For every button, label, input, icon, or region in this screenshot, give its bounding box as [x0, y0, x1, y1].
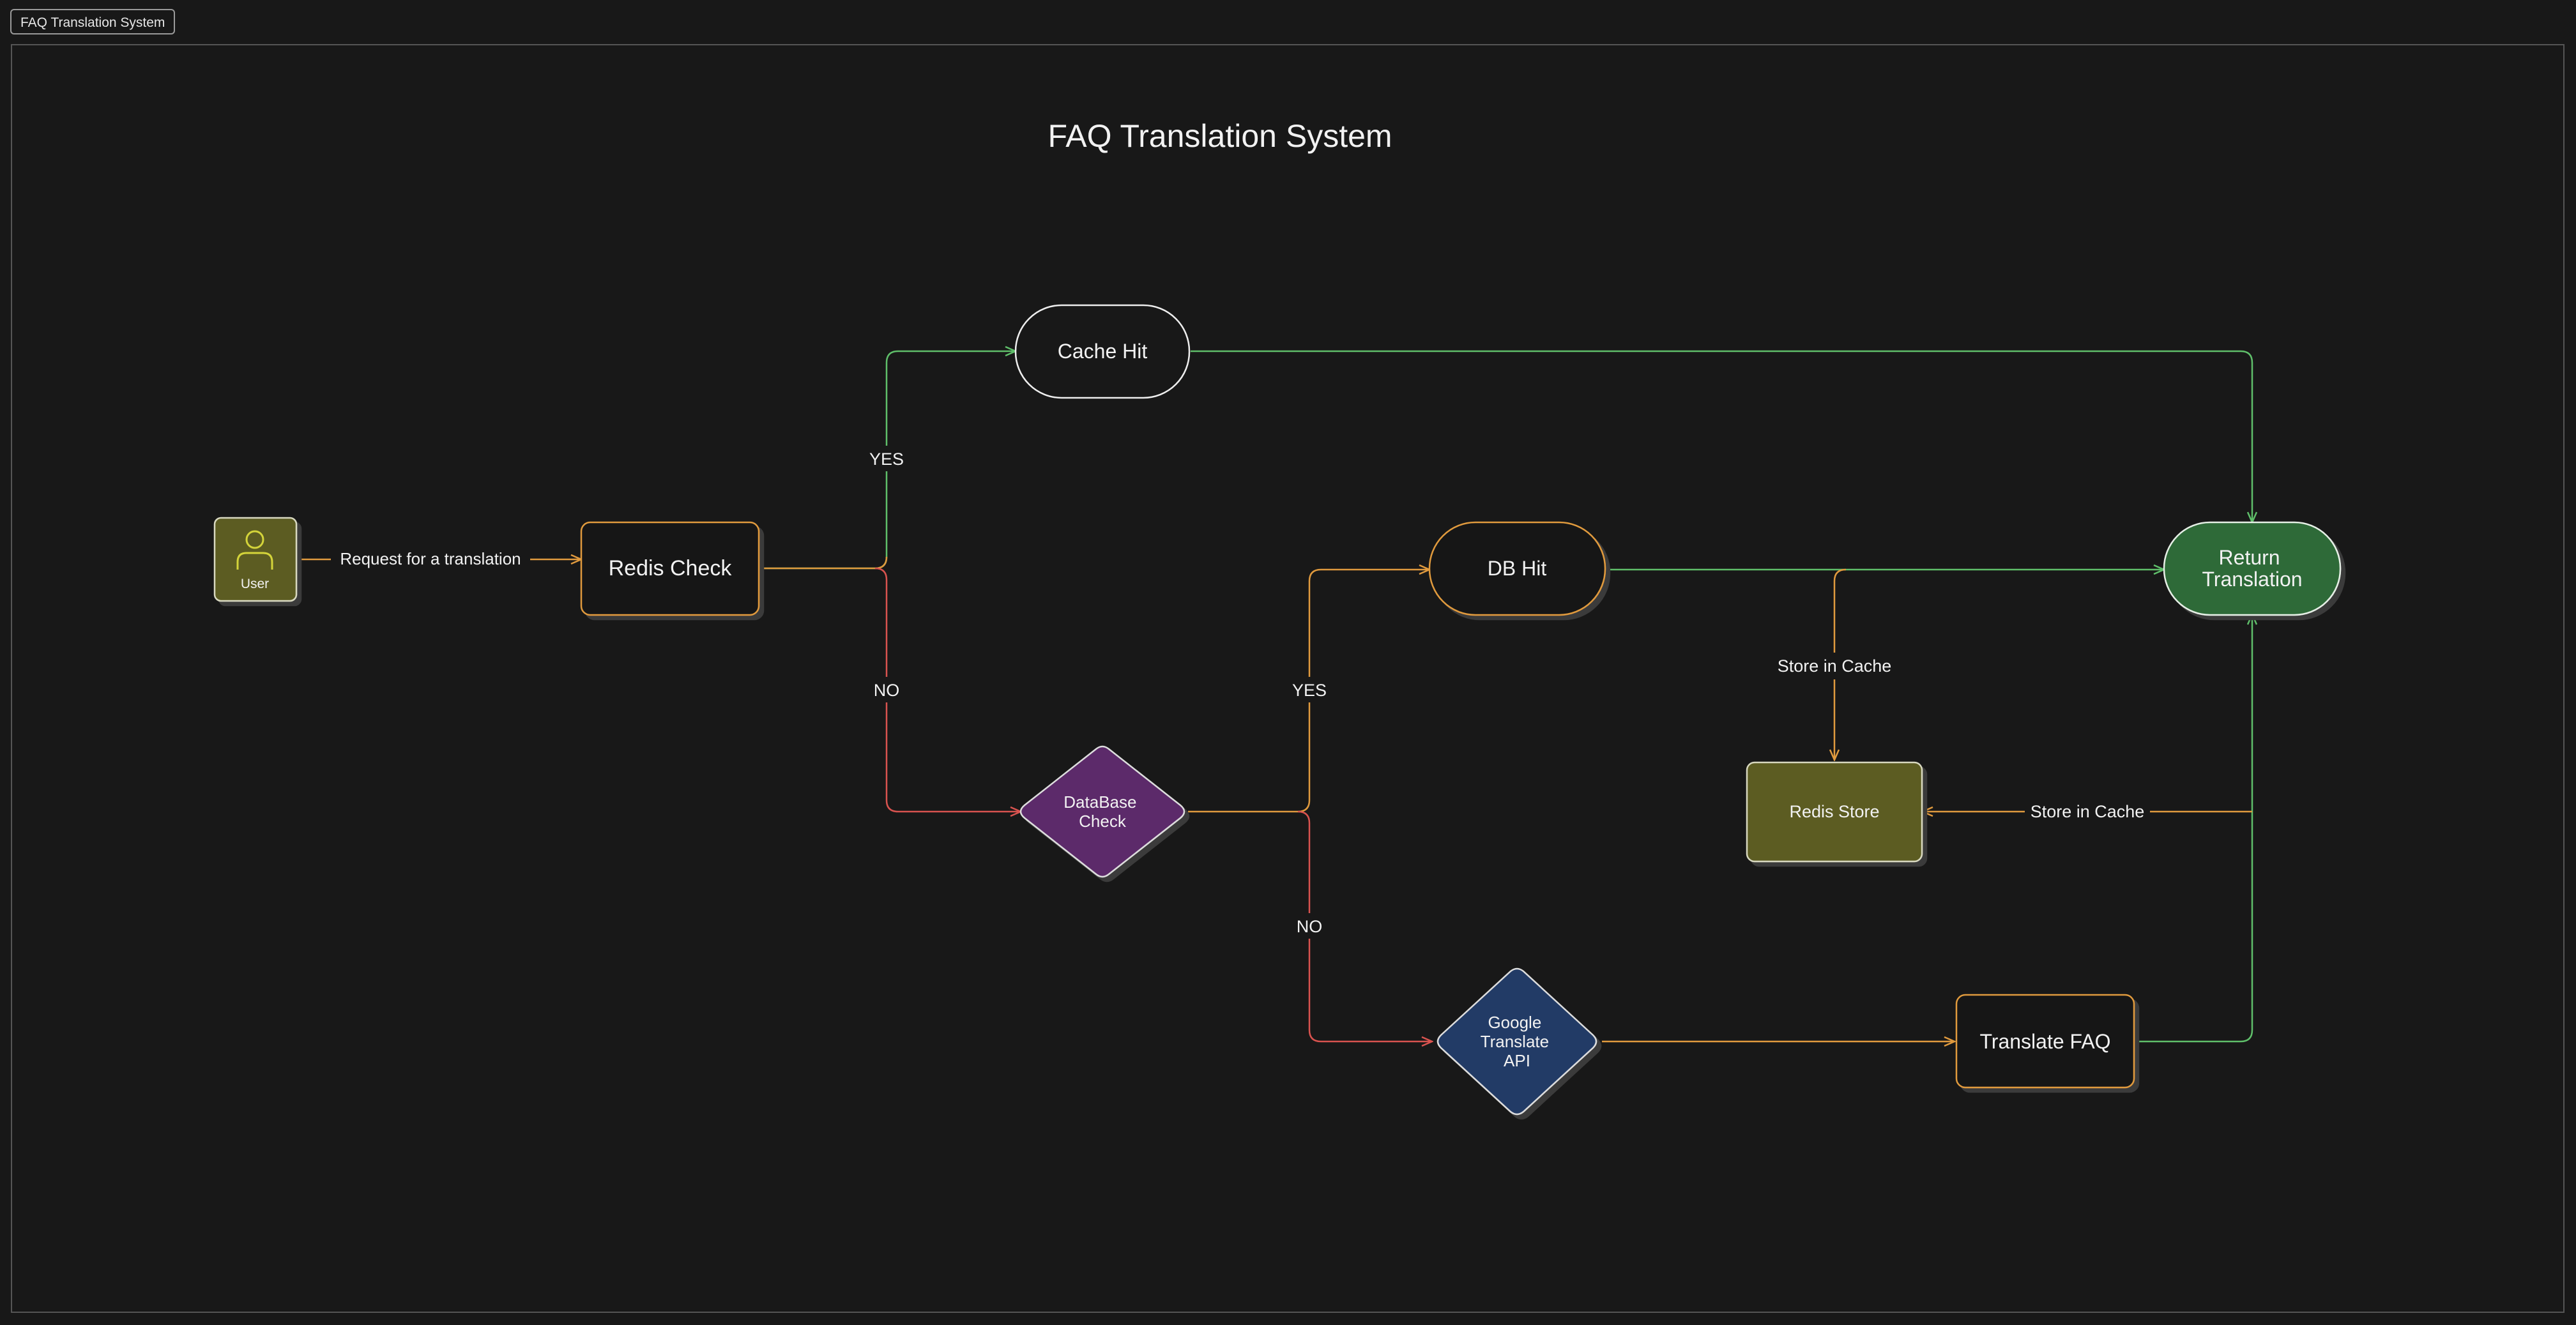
edge-cache-hit-to-return[interactable] — [1191, 350, 2252, 522]
node-database-check[interactable] — [1019, 745, 1185, 878]
node-redis-store[interactable] — [1746, 761, 1923, 863]
edge-database-yes-db-hit[interactable]: YES — [1188, 570, 1429, 813]
edge-redis-yes-cache-hit[interactable]: YES — [760, 351, 1016, 570]
node-redis-check-label: Redis Check — [609, 556, 733, 580]
edge-translate-store-in-cache[interactable]: Store in Cache — [1923, 798, 2252, 825]
node-database-check-label: DataBase Check — [1063, 792, 1141, 831]
node-return-translation[interactable] — [2163, 521, 2342, 616]
google-line-2: Translate — [1481, 1032, 1549, 1051]
edge-database-no-google[interactable]: NO — [1289, 810, 1432, 1041]
node-google-translate-api[interactable] — [1437, 967, 1597, 1116]
node-db-hit[interactable] — [1428, 521, 1606, 616]
node-return-translation-label: Return Translation — [2202, 546, 2302, 591]
node-user-label: User — [241, 577, 269, 591]
google-line-3: API — [1504, 1051, 1530, 1070]
edge-label-request: Request for a translation — [340, 549, 521, 568]
node-cache-hit-label: Cache Hit — [1058, 340, 1148, 363]
return-line-2: Translation — [2202, 568, 2302, 591]
frame-title-tab[interactable]: FAQ Translation System — [10, 9, 176, 34]
edge-label-yes-db: YES — [1292, 681, 1327, 700]
database-check-line-1: DataBase — [1063, 792, 1136, 812]
edge-db-hit-store-in-cache[interactable]: Store in Cache — [1769, 568, 1900, 760]
edge-label-yes-redis: YES — [869, 450, 904, 469]
edge-label-no-redis: NO — [874, 681, 900, 700]
edge-label-store-in-cache-1: Store in Cache — [1778, 656, 1892, 676]
node-translate-faq-label: Translate FAQ — [1979, 1030, 2110, 1053]
edge-label-no-db: NO — [1297, 917, 1323, 936]
edge-label-store-in-cache-2: Store in Cache — [2031, 802, 2145, 821]
google-line-1: Google — [1488, 1013, 1541, 1032]
node-db-hit-label: DB Hit — [1488, 557, 1547, 580]
user-icon — [236, 530, 273, 570]
edge-redis-no-database-check[interactable]: NO — [866, 567, 1021, 812]
node-cache-hit[interactable] — [1014, 304, 1191, 399]
node-user[interactable] — [213, 517, 298, 602]
node-redis-check[interactable] — [580, 521, 760, 616]
edge-translate-faq-to-return[interactable] — [2135, 614, 2252, 1043]
frame-border — [11, 44, 2565, 1313]
diagram-title: FAQ Translation System — [1048, 118, 1392, 154]
node-translate-faq[interactable] — [1955, 994, 2135, 1089]
database-check-line-2: Check — [1079, 812, 1127, 831]
node-redis-store-label: Redis Store — [1789, 802, 1879, 821]
return-line-1: Return — [2219, 546, 2280, 569]
edge-user-to-redis-check[interactable]: Request for a translation — [281, 549, 581, 568]
node-google-translate-api-label: Google Translate API — [1481, 1013, 1554, 1070]
